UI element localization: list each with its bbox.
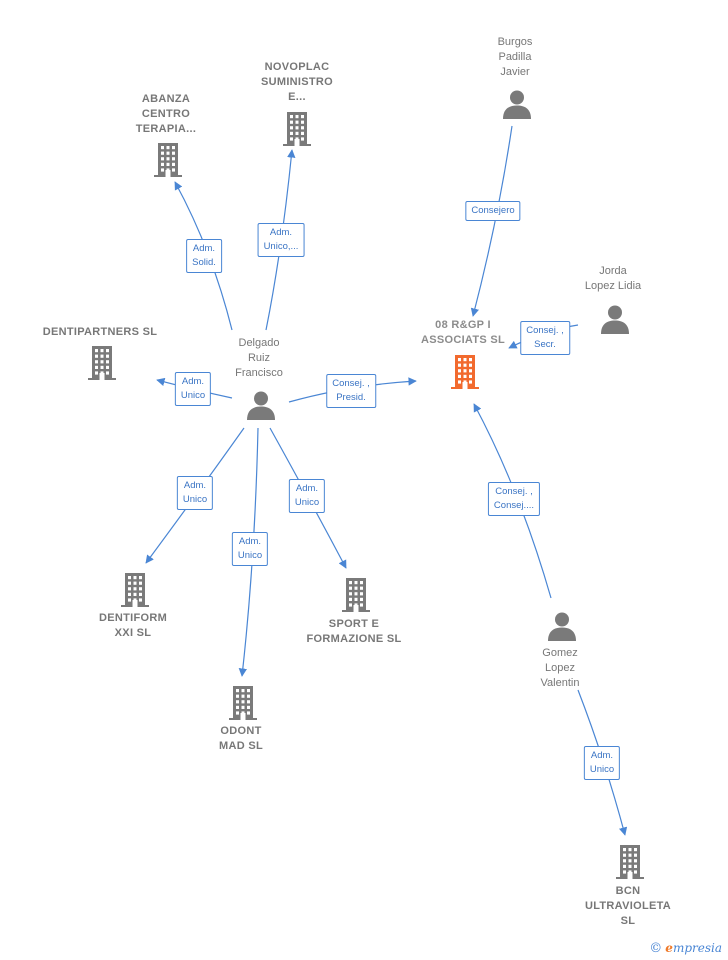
node-label-line: MAD SL [219,740,263,752]
edge-label-burgos-to-rgp[interactable]: Consejero [465,201,521,221]
node-label[interactable]: DENTIFORM XXI SL [99,611,167,641]
edge-label-line: Adm. [295,483,319,494]
node-label-line: SL [620,915,636,927]
edge-label-delgado-to-novoplac[interactable]: Adm. Unico,... [257,223,305,257]
edge-label-line: Solid. [192,257,216,268]
edge-label-line: Secr. [534,339,556,350]
edge-label-line: Unico [180,390,206,401]
node-label-line: Francisco [235,367,283,379]
empresia-logo[interactable]: ©empresia [649,941,722,956]
node-label-line: DENTIFORM [98,612,168,624]
node-label[interactable]: NOVOPLAC SUMINISTRO E... [261,60,333,105]
node-label[interactable]: BCN ULTRAVIOLETA SL [585,884,671,929]
node-label[interactable]: ABANZA CENTRO TERAPIA... [136,92,196,137]
edge-label-line: Unico [294,497,320,508]
edge-label-line: Adm. [269,227,293,238]
edge-label-line: Adm. [192,243,216,254]
edge-label-gomez-to-rgp[interactable]: Consej. , Consej.... [487,482,541,516]
building-icon[interactable] [282,112,312,151]
edge-label-delgado-to-rgp[interactable]: Consej. , Presid. [326,374,376,408]
node-label-line: Burgos [497,36,533,48]
node-label-line: Valentin [540,677,580,689]
node-label-line: ULTRAVIOLETA [584,900,672,912]
edge-label-line: Presid. [336,392,366,403]
edge-label-gomez-to-bcn[interactable]: Adm. Unico [583,746,621,780]
node-label-line: Lopez Lidia [584,280,642,292]
node-label-line: Delgado [238,337,280,349]
edge-label-line: Unico,... [263,241,299,252]
building-icon[interactable] [120,573,150,612]
node-label[interactable]: 08 R&GP I ASSOCIATS SL [421,318,505,348]
building-icon[interactable] [153,143,183,182]
edge-label-line: Consej.... [493,500,535,511]
node-label-line: Gomez [542,647,578,659]
node-label-line: Lopez [545,662,575,674]
node-label-line: BCN [615,885,641,897]
edge-label-line: Consej. , [526,325,564,336]
node-label[interactable]: SPORT E FORMAZIONE SL [307,617,402,647]
building-icon[interactable] [87,346,117,385]
edge-label-line: Unico [237,550,263,561]
copyright-icon: © [649,941,663,956]
person-icon[interactable] [547,611,577,646]
edge-label-jorda-to-rgp[interactable]: Consej. , Secr. [520,321,570,355]
edge-burgos-to-rgp [470,125,513,317]
node-label-line: Ruiz [247,352,270,364]
edge-label-line: Unico [589,764,615,775]
edge-label-line: Adm. [183,480,207,491]
building-icon[interactable] [341,578,371,617]
edge-label-line: Consej. , [495,486,533,497]
node-label-line: FORMAZIONE SL [306,633,402,645]
node-label-line: Javier [500,66,530,78]
node-label-line: 08 R&GP I [435,319,491,331]
building-icon[interactable] [450,355,480,394]
node-label-line: ABANZA [141,93,191,105]
node-label[interactable]: DENTIPARTNERS SL [43,325,158,340]
node-label-line: DENTIPARTNERS SL [42,326,158,338]
node-label-line: NOVOPLAC [264,61,330,73]
edge-label-delgado-to-sport[interactable]: Adm. Unico [288,479,326,513]
edge-label-line: Unico [182,494,208,505]
node-label-line: E... [288,91,306,103]
node-label-line: XXI SL [114,627,152,639]
edge-label-delgado-to-odont[interactable]: Adm. Unico [231,532,269,566]
node-label-line: Jorda [599,265,627,277]
building-icon[interactable] [615,845,645,884]
node-label-line: SUMINISTRO [260,76,334,88]
node-label-line: Padilla [498,51,532,63]
edge-label-line: Adm. [181,376,205,387]
person-icon[interactable] [502,89,532,124]
node-label-line: ODONT [220,725,262,737]
building-icon[interactable] [228,686,258,725]
edge-label-line: Adm. [238,536,262,547]
edge-label-line: Adm. [590,750,614,761]
node-label-line: CENTRO [141,108,191,120]
edge-label-line: Consej. , [332,378,370,389]
person-icon[interactable] [600,304,630,339]
edge-label-delgado-to-abanza[interactable]: Adm. Solid. [186,239,222,273]
node-label[interactable]: ODONT MAD SL [219,724,263,754]
edge-label-delgado-to-dentiform[interactable]: Adm. Unico [176,476,214,510]
node-label-line: SPORT E [328,618,380,630]
edge-label-delgado-to-dentipartners[interactable]: Adm. Unico [174,372,212,406]
person-icon[interactable] [246,390,276,425]
node-label-line: TERAPIA... [135,123,197,135]
edge-label-line: Consejero [471,205,515,216]
node-label-line: ASSOCIATS SL [420,334,506,346]
